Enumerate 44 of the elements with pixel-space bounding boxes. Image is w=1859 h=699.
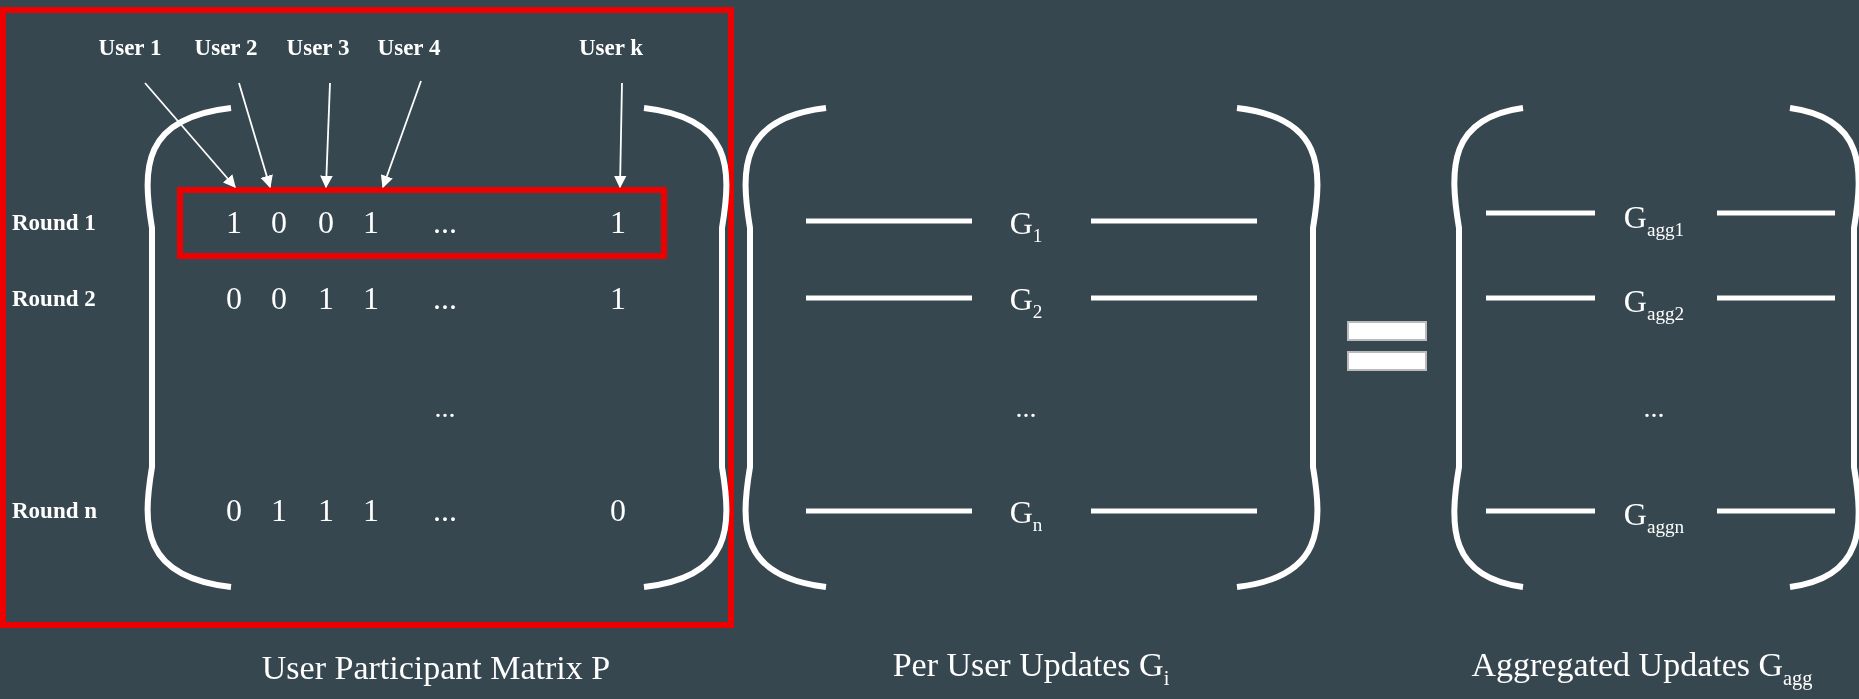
leader-line — [320, 82, 333, 189]
matrix-entry: 1 — [363, 282, 379, 314]
matrix-entry: 1 — [318, 282, 334, 314]
column-label: User 1 — [98, 35, 162, 59]
matrix-entry: 0 — [318, 206, 334, 238]
matrix-entry: G$_{agg2}$ — [1623, 284, 1685, 324]
leader-line — [380, 80, 422, 189]
matrix-entry: 0 — [226, 282, 242, 314]
matrix-entry: 0 — [271, 206, 287, 238]
ellipsis: ... — [1643, 394, 1665, 422]
leader-line — [613, 82, 627, 189]
row-label: Round 1 — [12, 210, 96, 234]
matrix-entry: 1 — [610, 282, 626, 314]
matrix-caption: Aggregated Updates G$_{agg}$ — [1471, 647, 1813, 689]
matrix-entry: 1 — [363, 494, 379, 526]
matrix-entry: 1 — [318, 494, 334, 526]
ellipsis: ... — [433, 494, 457, 526]
matrix-caption: User Participant Matrix P — [261, 651, 611, 685]
matrix-caption: Per User Updates G$_{i}$ — [892, 647, 1170, 689]
matrix-entry: 1 — [271, 494, 287, 526]
row-label: Round n — [12, 498, 98, 522]
matrix-entry: 0 — [610, 494, 626, 526]
matrix-entry: 1 — [610, 206, 626, 238]
matrix-entry: G$_{n}$ — [1009, 495, 1043, 535]
ellipsis: ... — [433, 206, 457, 238]
matrix-entry: 0 — [226, 494, 242, 526]
matrix-entry: 1 — [226, 206, 242, 238]
matrix-entry: 0 — [271, 282, 287, 314]
matrix-entry: G$_{1}$ — [1009, 206, 1043, 246]
row-highlight — [177, 187, 667, 259]
matrix-entry: 1 — [363, 206, 379, 238]
matrix-entry: G$_{2}$ — [1009, 282, 1043, 322]
ellipsis: ... — [433, 282, 457, 314]
leader-line — [238, 82, 273, 189]
column-label: User 3 — [286, 35, 350, 59]
matrix-entry: G$_{agg1}$ — [1623, 200, 1685, 240]
row-label: Round 2 — [12, 286, 96, 310]
ellipsis: ... — [434, 394, 456, 422]
column-label: User 4 — [377, 35, 441, 59]
column-label: User k — [578, 35, 644, 59]
column-label: User 2 — [194, 35, 258, 59]
leader-line — [144, 82, 236, 188]
ellipsis: ... — [1015, 394, 1037, 422]
matrix-entry: G$_{aggn}$ — [1623, 497, 1685, 537]
